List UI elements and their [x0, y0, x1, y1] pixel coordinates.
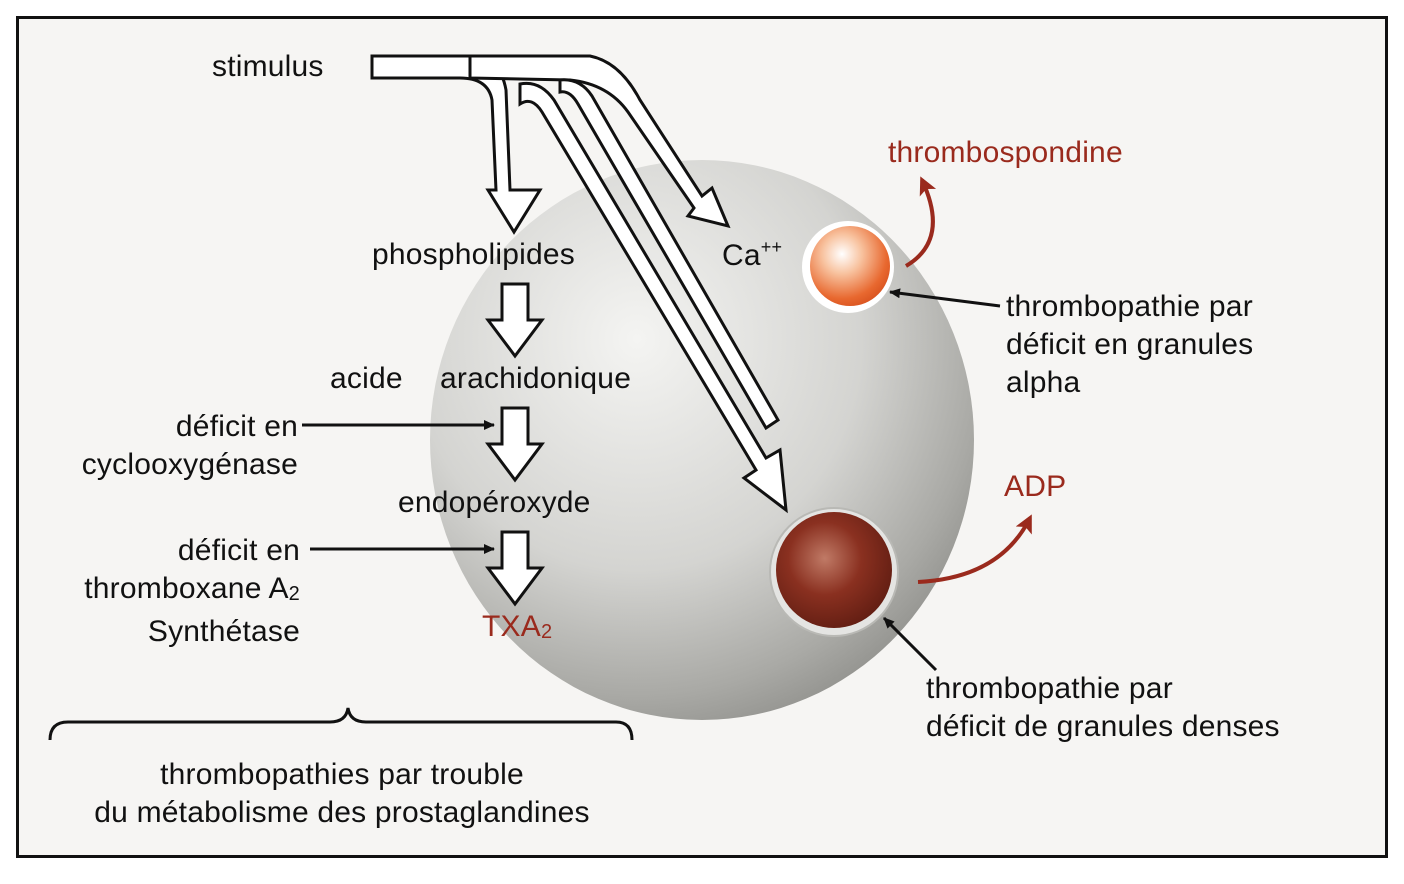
stimulus-to-calcium-arrow: [468, 54, 731, 229]
deficit-txs-line1: déficit en: [177, 534, 300, 567]
label-arachidonique: arachidonique: [440, 362, 632, 395]
alpha-granule: [810, 226, 890, 306]
stimulus-to-phospholipides-arrow: [370, 54, 543, 235]
pointer-alpha-granule: [889, 288, 1001, 308]
prosta-line1: thrombopathies par trouble: [160, 758, 524, 791]
arrow-acide-to-endoperoxyde: [485, 406, 545, 483]
deficit-txs-line3: Synthétase: [147, 615, 300, 648]
arrow-phospholipides-to-acide: [485, 282, 545, 359]
label-prostaglandin-disorders: thrombopathies par trouble du métabolism…: [36, 756, 648, 832]
label-phospholipides: phospholipides: [372, 238, 575, 271]
label-txa2: TXA2: [482, 608, 552, 651]
deficit-txs-line2: thromboxane A2: [84, 570, 300, 613]
label-dense-granule-deficit: thrombopathie par déficit de granules de…: [926, 670, 1280, 746]
calcium-main: Ca: [722, 239, 761, 272]
label-deficit-thromboxane-synthetase: déficit en thromboxane A2 Synthétase: [84, 532, 300, 651]
stimulus-to-dense-granule-arrow-inner: [558, 78, 780, 431]
label-alpha-granule-deficit: thrombopathie par déficit en granules al…: [1006, 288, 1253, 402]
arrow-endoperoxyde-to-txa2: [485, 530, 545, 607]
calcium-superscript: ++: [760, 237, 783, 257]
deficit-cox-line2: cyclooxygénase: [81, 448, 298, 481]
alpha-line2: déficit en granules: [1006, 328, 1254, 361]
dense-line1: thrombopathie par: [926, 672, 1173, 705]
txa2-subscript: 2: [540, 621, 553, 643]
deficit-cox-line1: déficit en: [175, 410, 298, 443]
prostaglandin-brace: [48, 707, 634, 741]
label-acide: acide: [330, 362, 403, 395]
alpha-line3: alpha: [1006, 366, 1081, 399]
label-adp: ADP: [1004, 470, 1067, 503]
label-stimulus: stimulus: [212, 50, 324, 83]
stimulus-arrows: [370, 54, 788, 514]
label-endoperoxyde: endopéroxyde: [398, 486, 591, 519]
dense-granule: [776, 512, 892, 628]
prosta-line2: du métabolisme des prostaglandines: [94, 796, 590, 829]
alpha-line1: thrombopathie par: [1006, 290, 1253, 323]
txa2-main: TXA: [482, 610, 541, 643]
deficit-txs-line2-sub: 2: [288, 583, 300, 605]
dense-line2: déficit de granules denses: [926, 710, 1280, 743]
label-calcium: Ca++: [722, 228, 782, 275]
stimulus-to-dense-granule-arrow: [518, 81, 788, 514]
release-arrows: [904, 176, 1032, 584]
label-deficit-cyclooxygenase: déficit en cyclooxygénase: [82, 408, 298, 484]
adp-release-arrow: [917, 514, 1032, 584]
thrombospondine-release-arrow: [904, 176, 937, 268]
label-thrombospondine: thrombospondine: [888, 136, 1123, 169]
deficit-txs-line2-main: thromboxane A: [84, 572, 289, 605]
pointer-arrows: [302, 288, 1001, 672]
pathway-arrows: [485, 282, 545, 607]
pointer-dense-granule: [882, 616, 938, 672]
